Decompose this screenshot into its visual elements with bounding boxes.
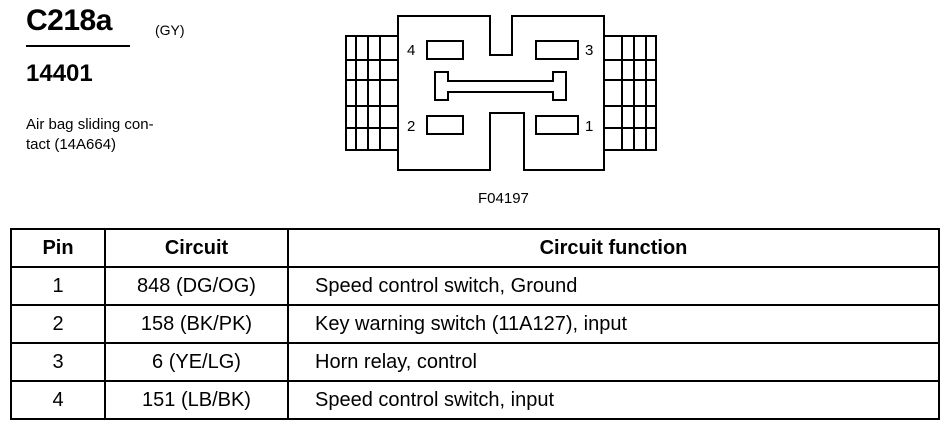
part-number: 14401 [26,60,93,87]
header-pin: Pin [10,228,106,268]
cell-circuit: 151 (LB/BK) [104,380,289,420]
connector-face-diagram: 4 3 2 1 [345,15,657,171]
cell-pin: 3 [10,342,106,382]
right-latch [603,35,657,151]
pin-cavity-1 [535,115,579,135]
pin-label-3: 3 [585,42,593,59]
cell-circuit: 158 (BK/PK) [104,304,289,344]
table-row: 3 6 (YE/LG) Horn relay, control [10,342,940,382]
pin-cavity-2 [426,115,464,135]
pin-label-1: 1 [585,118,593,135]
cell-circuit: 6 (YE/LG) [104,342,289,382]
description-line-2: tact (14A664) [26,136,117,153]
connector-description: Air bag sliding con- tact (14A664) [26,115,196,155]
header-circuit-function: Circuit function [287,228,940,268]
pin-cavity-4 [426,40,464,60]
description-line-1: Air bag sliding con- [26,116,154,133]
table-row: 2 158 (BK/PK) Key warning switch (11A127… [10,304,940,344]
table-header-row: Pin Circuit Circuit function [10,228,940,268]
table-row: 1 848 (DG/OG) Speed control switch, Grou… [10,266,940,306]
cell-function: Speed control switch, input [287,380,940,420]
table-row: 4 151 (LB/BK) Speed control switch, inpu… [10,380,940,420]
cell-function: Key warning switch (11A127), input [287,304,940,344]
cell-pin: 4 [10,380,106,420]
pin-label-4: 4 [407,42,415,59]
figure-id: F04197 [478,190,529,207]
pin-table: Pin Circuit Circuit function 1 848 (DG/O… [10,228,940,420]
connector-body-outline [397,15,605,171]
left-latch [345,35,399,151]
cell-circuit: 848 (DG/OG) [104,266,289,306]
cell-pin: 2 [10,304,106,344]
cell-pin: 1 [10,266,106,306]
center-key [434,71,567,101]
pin-label-2: 2 [407,118,415,135]
cell-function: Horn relay, control [287,342,940,382]
connector-color-code: (GY) [155,22,185,38]
pin-cavity-3 [535,40,579,60]
title-underline [26,45,130,47]
cell-function: Speed control switch, Ground [287,266,940,306]
header-circuit: Circuit [104,228,289,268]
connector-id: C218a [26,4,112,37]
